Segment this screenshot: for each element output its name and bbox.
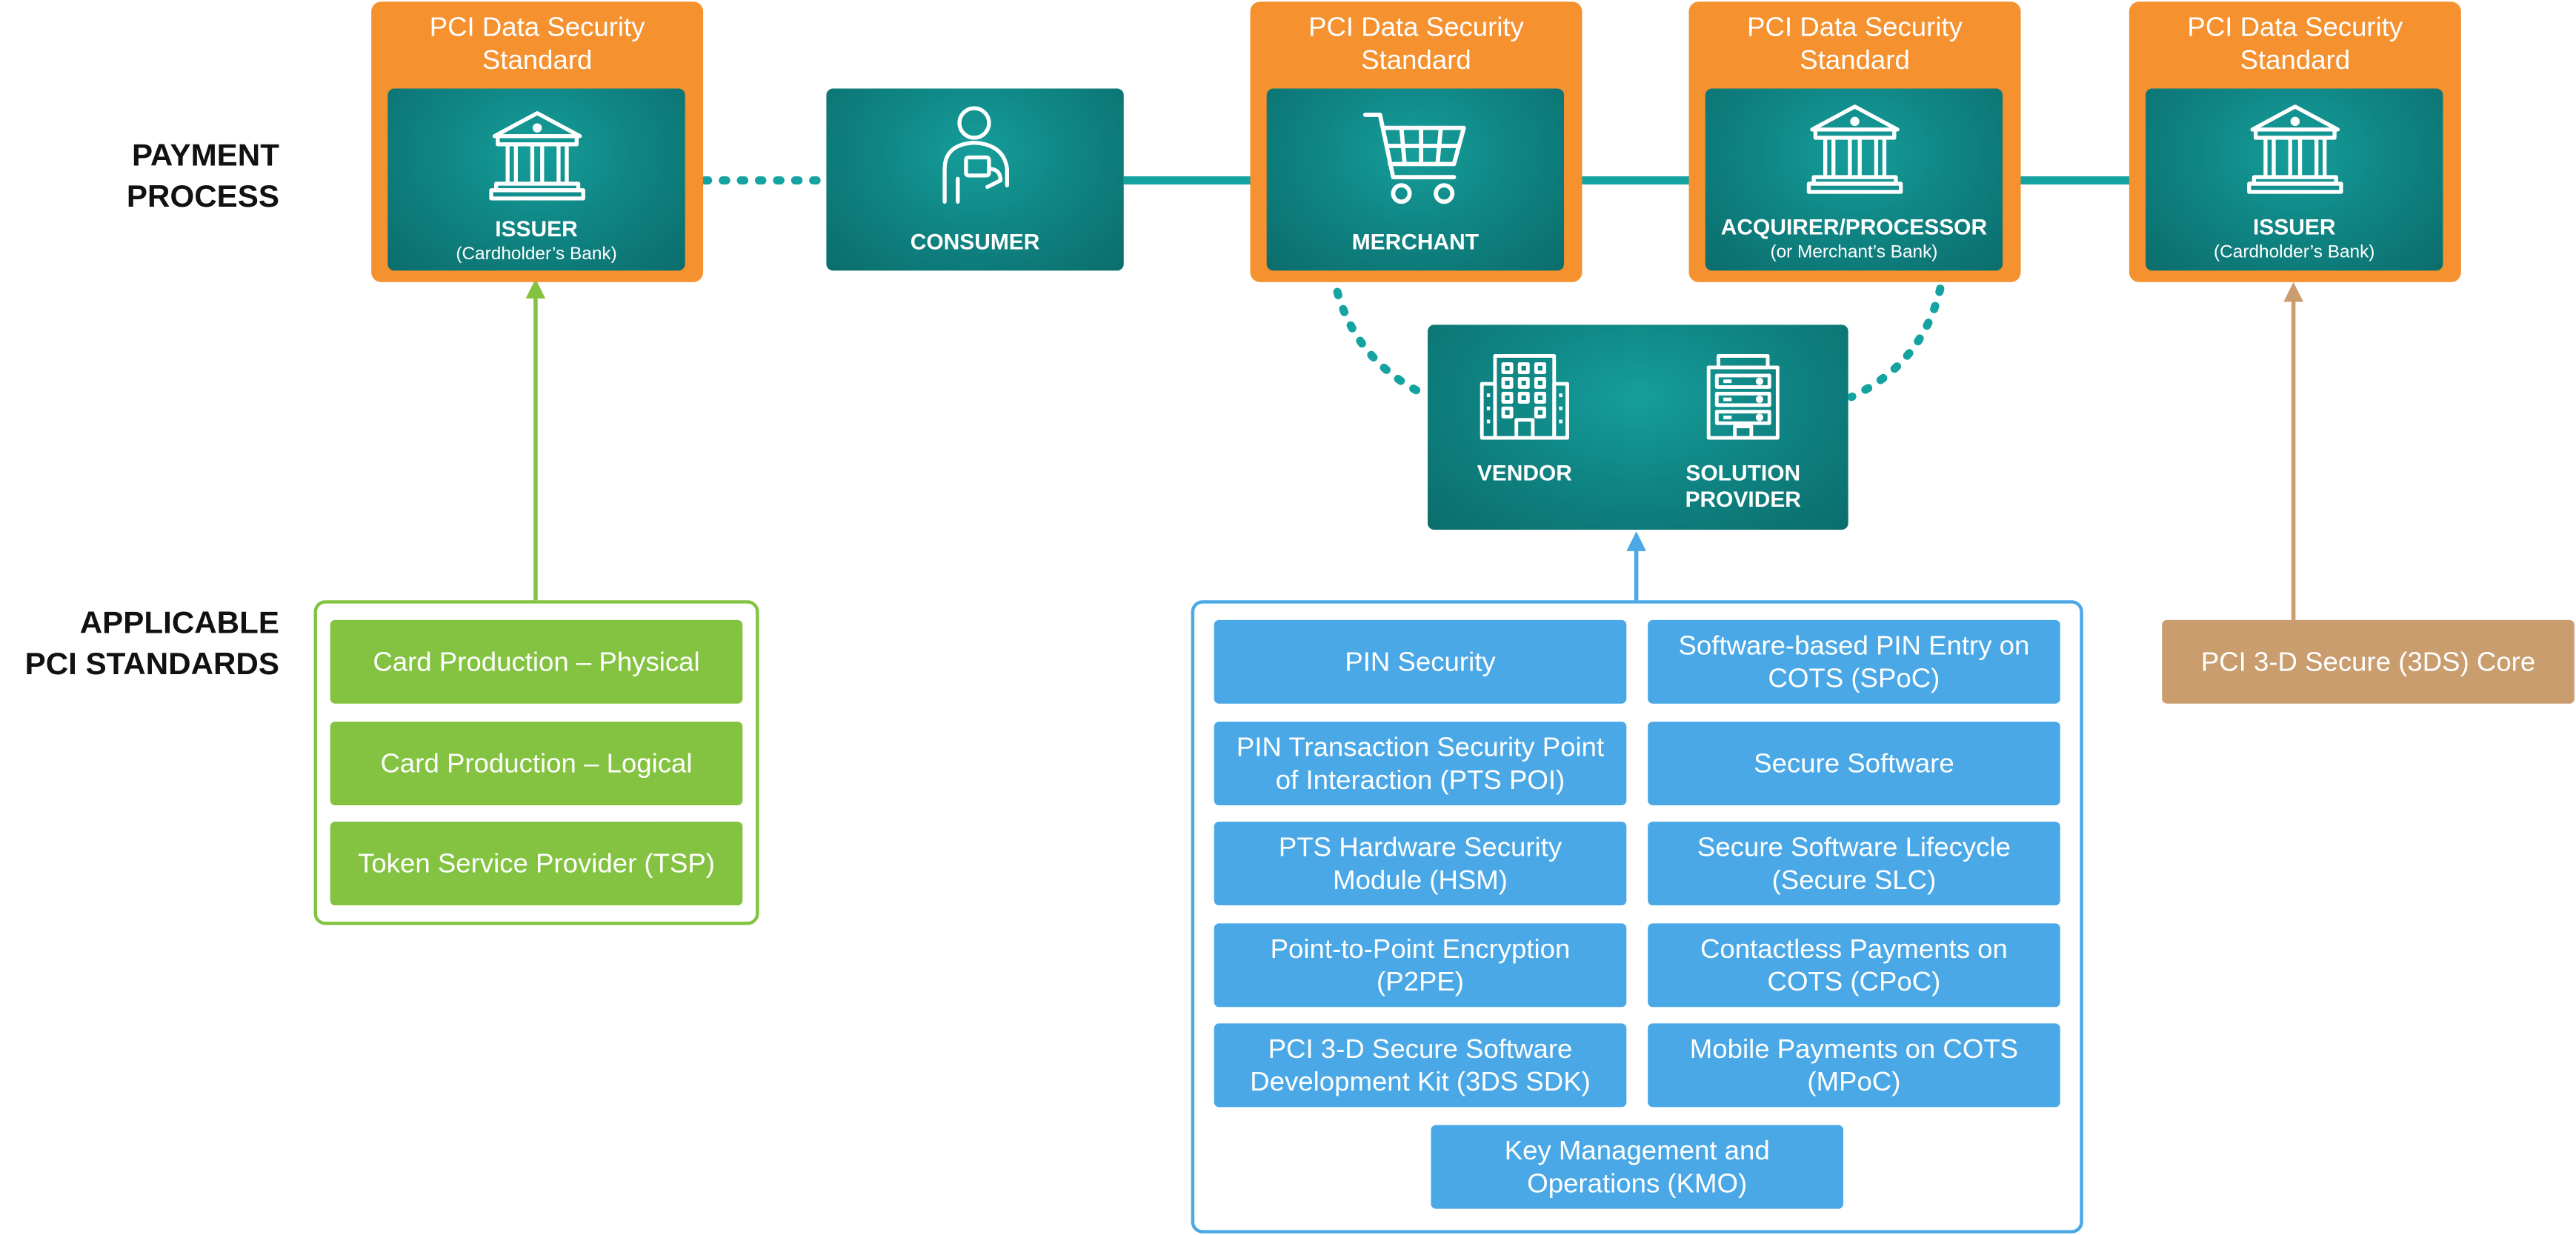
acquirer-tile: ACQUIRER/PROCESSOR (or Merchant’s Bank) (1705, 88, 2003, 271)
bank-icon (2246, 104, 2343, 194)
entity-subtitle: (or Merchant’s Bank) (1770, 242, 1938, 263)
issuer-left-tile: ISSUER (Cardholder’s Bank) (387, 88, 685, 271)
standard-chip: PCI 3-D Secure Software Development Kit … (1214, 1023, 1627, 1108)
standard-chip: Card Production – Logical (330, 722, 743, 805)
standard-chip: PIN Transaction Security Point of Intera… (1214, 722, 1627, 805)
office-building-icon (1480, 353, 1569, 440)
person-with-card-icon (942, 106, 1008, 204)
vendor-standards-arrowhead (1626, 531, 1646, 551)
merchant-tile: MERCHANT (1266, 88, 1565, 271)
standard-chip: PIN Security (1214, 619, 1627, 704)
pci-dss-title: PCI Data Security Standard (2187, 13, 2403, 76)
standard-chip: PCI 3-D Secure (3DS) Core (2162, 619, 2575, 704)
bank-icon (488, 111, 585, 201)
entity-name: CONSUMER (910, 229, 1040, 255)
entity-name: ISSUER (495, 216, 578, 242)
server-building-icon (1706, 353, 1780, 440)
standard-chip: Secure Software (1648, 722, 2060, 805)
issuer-standards-arrowhead (525, 279, 546, 299)
entity-name: SOLUTION PROVIDER (1685, 461, 1801, 512)
entity-name: ISSUER (2252, 215, 2336, 240)
standard-chip: Card Production – Physical (330, 619, 743, 704)
issuer-right-tile: ISSUER (Cardholder’s Bank) (2146, 88, 2443, 271)
standard-chip: Token Service Provider (TSP) (330, 822, 743, 906)
standard-chip: Secure Software Lifecycle (Secure SLC) (1648, 822, 2060, 906)
entity-subtitle: (Cardholder’s Bank) (456, 244, 617, 264)
entity-name: MERCHANT (1351, 229, 1480, 255)
applicable-standards-label: APPLICABLE PCI STANDARDS (24, 607, 279, 682)
threeds-standards-arrowhead (2283, 282, 2303, 302)
pci-dss-title: PCI Data Security Standard (1747, 13, 1963, 76)
acquirer-vendor-dotted-arc (1847, 284, 1945, 402)
entity-subtitle: (Cardholder’s Bank) (2214, 242, 2375, 263)
entity-name: VENDOR (1477, 461, 1572, 486)
payment-process-label: PAYMENT PROCESS (126, 139, 279, 216)
standard-chip: Software-based PIN Entry on COTS (SPoC) (1648, 619, 2060, 704)
consumer-tile: CONSUMER (826, 88, 1124, 271)
shopping-cart-icon (1362, 113, 1465, 204)
entity-name: ACQUIRER/PROCESSOR (1720, 215, 1988, 240)
standard-chip: Mobile Payments on COTS (MPoC) (1648, 1023, 2060, 1108)
standard-chip: Contactless Payments on COTS (CPoC) (1648, 923, 2060, 1008)
standard-chip: Point-to-Point Encryption (P2PE) (1214, 923, 1627, 1008)
pci-dss-title: PCI Data Security Standard (1308, 13, 1524, 76)
bank-icon (1805, 104, 1903, 194)
pci-dss-title: PCI Data Security Standard (429, 13, 645, 76)
standard-chip: PTS Hardware Security Module (HSM) (1214, 822, 1627, 906)
merchant-vendor-dotted-arc (1333, 287, 1427, 398)
standard-chip: Key Management and Operations (KMO) (1431, 1125, 1844, 1209)
vendor-solution-provider-tile: VENDOR SOLUTION PROVIDER (1428, 324, 1848, 530)
